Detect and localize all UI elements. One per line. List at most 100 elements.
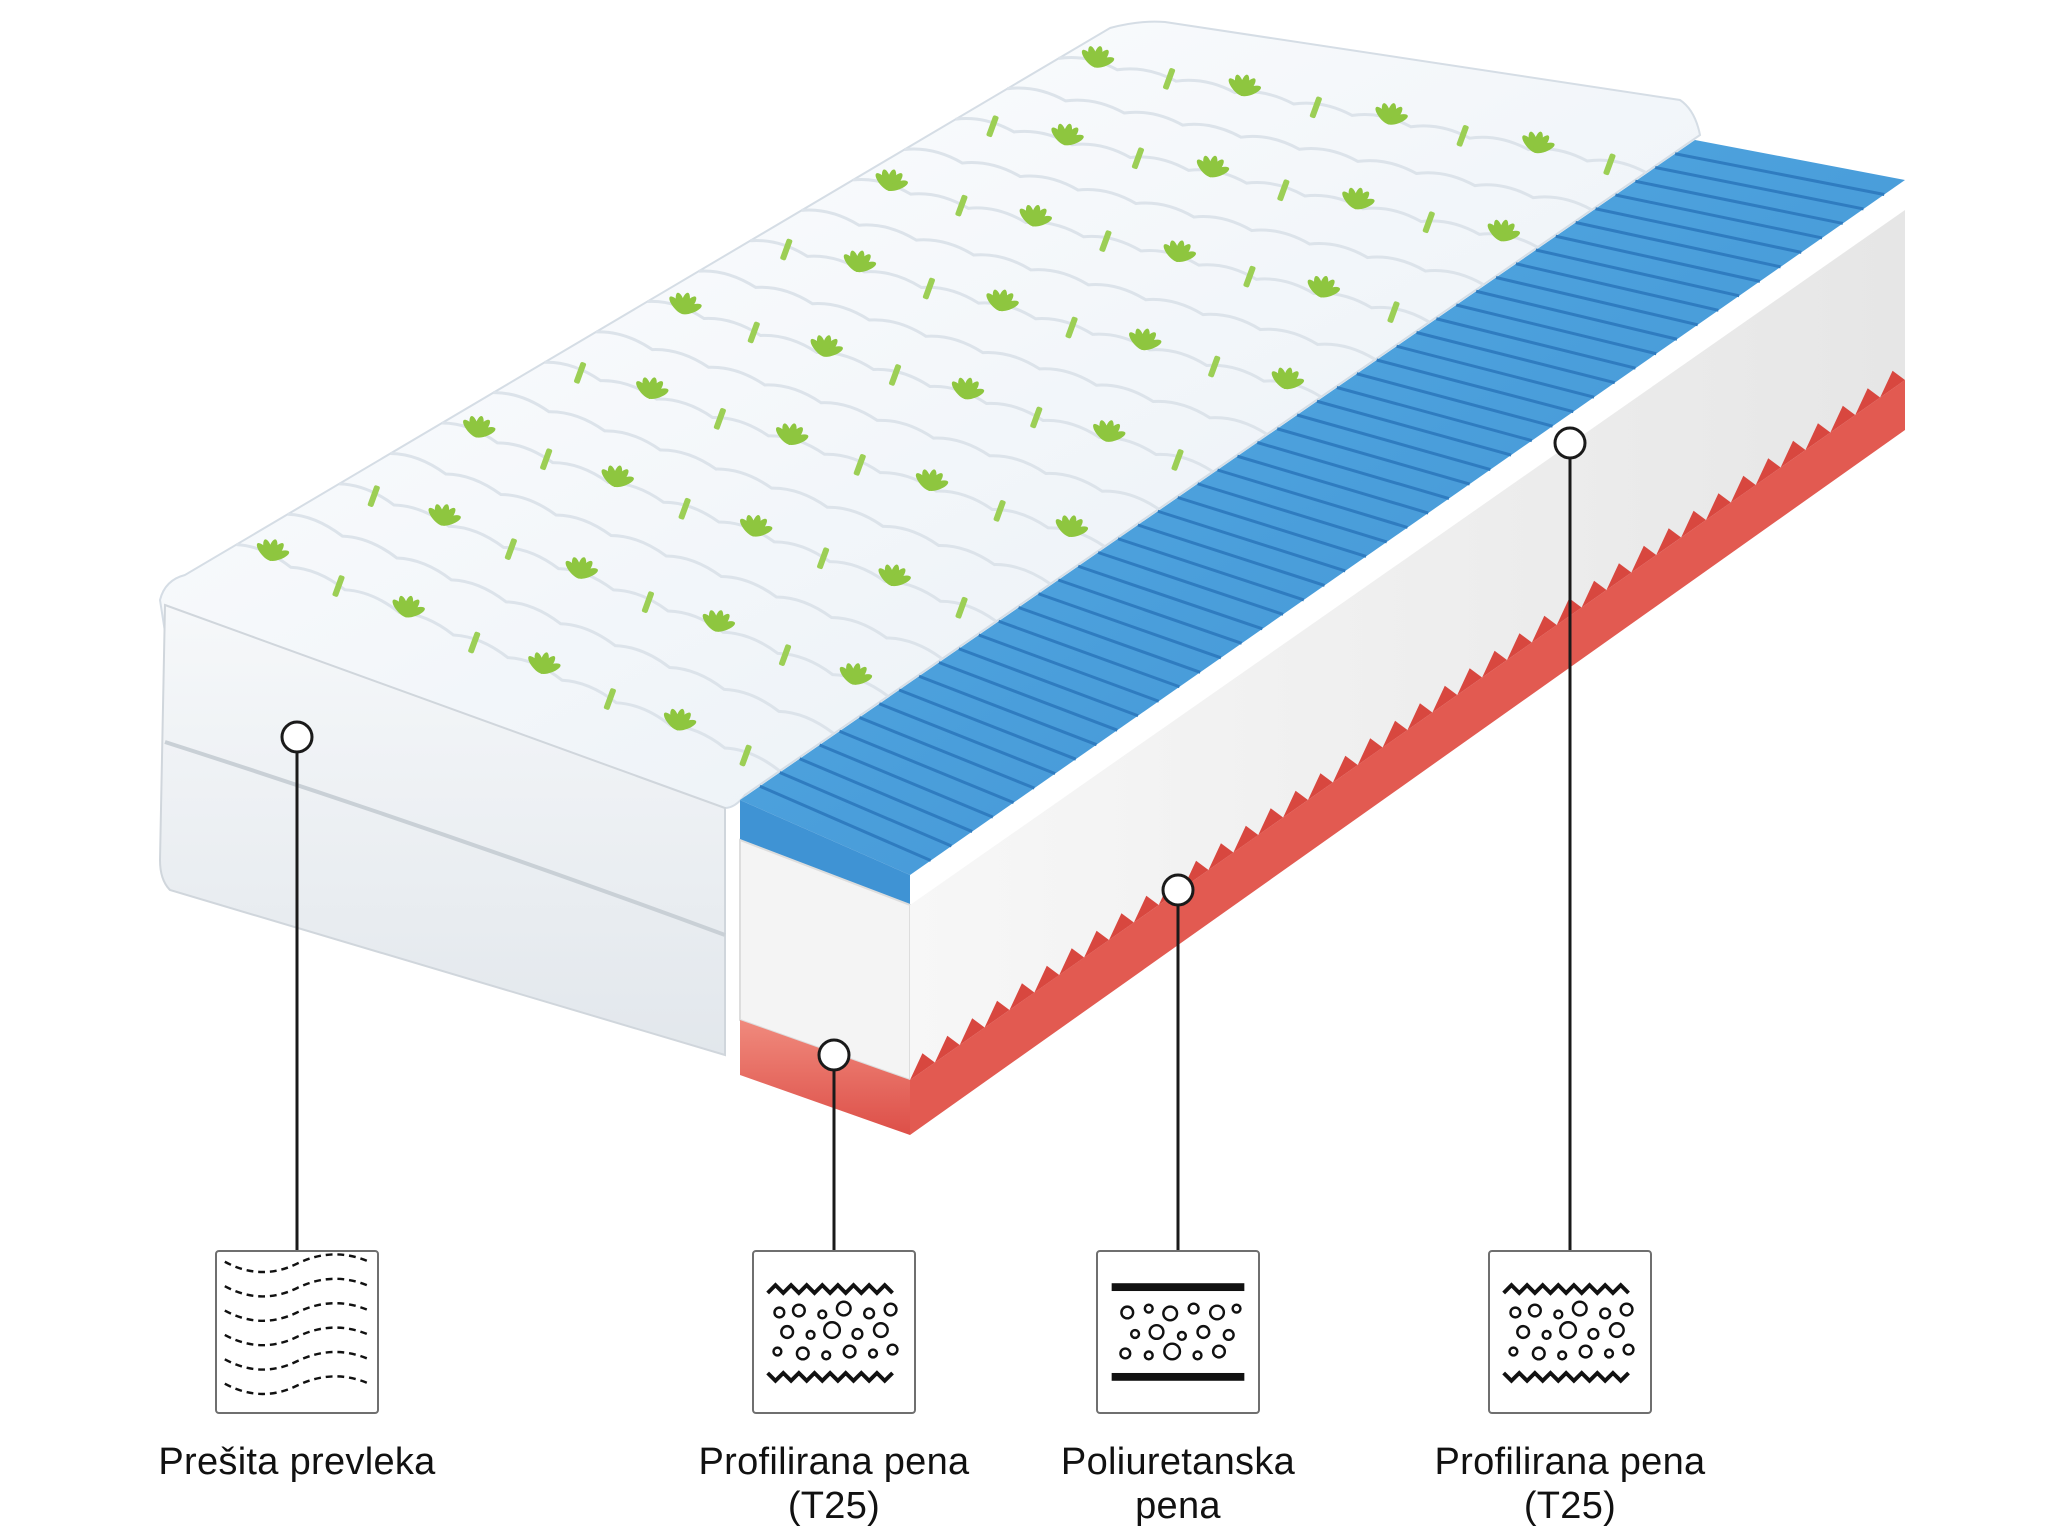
leaf-motif [1051,123,1084,146]
leaf-motif [810,335,843,357]
foam-rib [1236,454,1429,515]
leaf-motif [747,321,760,344]
foam-rib [1057,578,1243,645]
leaf-motif [1309,96,1322,119]
foam-rib [1515,262,1719,312]
foam-rib [978,633,1160,703]
foam-tooth [1780,440,1806,468]
leaf-motif [468,631,481,654]
leaf-motif [775,423,809,446]
foam-tooth [1308,773,1333,800]
callout-label-profiled-foam-top: Profilirana pena (T25) [1390,1440,1750,1528]
foam-tooth [1656,528,1682,555]
quilting-wave [596,330,1160,511]
leaf-motif [889,364,902,386]
leaf-motif [428,504,461,526]
leaf-motif [1081,46,1115,68]
bottom-foam-front [740,1020,910,1135]
top-foam-ribs [759,152,1885,862]
foam-rib [1276,427,1471,486]
cover-front-edge [158,603,726,1057]
foam-tooth [1581,580,1607,608]
leaf-motif [922,277,935,300]
foam-rib [1615,193,1823,240]
bottom-foam-side [910,380,1905,1135]
label-line: Profilirana pena [698,1441,970,1483]
callout-label-polyurethane-foam: Poliuretanska pena [998,1440,1358,1528]
foam-rib [1077,564,1263,631]
leaf-motif [1243,265,1256,288]
foam-tooth [1034,965,1060,993]
quilting-wave [390,451,943,660]
leaf-motif [1196,155,1230,178]
leaf-motif [993,500,1006,522]
foam-tooth [1830,405,1856,433]
leaf-motif [1342,187,1375,210]
foam-rib [1376,358,1574,414]
foam-rib [1018,606,1201,674]
foam-tooth [1084,930,1109,958]
foam-tooth [1382,720,1408,748]
foam-rib [998,619,1180,689]
foam-tooth [1482,650,1507,678]
foam-tooth [1357,738,1383,765]
foam-tooth [1059,948,1085,975]
marker-cover [280,720,314,754]
leaf-motif [1030,406,1043,429]
foam-rib [1316,399,1512,457]
leaf-motif [601,465,634,488]
leaf-motif [817,547,830,570]
quilting-wave [1007,86,1593,212]
foam-rib [1635,179,1844,225]
leaf-motif [332,575,345,597]
foam-rib [1595,207,1802,254]
quilting-wave [287,512,835,735]
quilting-wave [801,208,1376,361]
foam-rib [958,647,1139,718]
foam-rib [898,688,1077,761]
foam-tooth [910,1053,935,1080]
leaf-motif [463,416,496,438]
leaf-motif [986,115,999,138]
quilting-wave [493,391,1051,585]
leaf-motif [915,469,949,492]
leaf-motif [843,250,877,273]
leaf-motif [1163,68,1176,90]
foam-tooth [1606,563,1632,590]
foam-rib [1256,441,1450,500]
foam-rib [1197,482,1388,544]
foam-tooth [1706,493,1731,520]
label-line: Poliuretanska [1060,1441,1296,1483]
cover-leaf-pattern [256,46,1616,767]
leaf-motif [1163,240,1197,263]
leaf-motif [1456,125,1469,147]
profiled-foam-icon [1502,1282,1635,1384]
leaf-motif [713,408,726,430]
leaf-motif [1422,211,1435,234]
leaf-motif [780,238,793,261]
foam-rib [858,716,1035,790]
foam-rib [1416,331,1616,385]
foam-rib [1217,468,1408,529]
marker-top-foam [1553,426,1587,460]
leaf-motif [955,596,968,619]
foam-tooth [1332,755,1358,783]
foam-tooth [1507,633,1532,660]
leaf-motif [740,515,773,537]
foam-rib [1575,221,1781,269]
leaf-motif [636,377,669,400]
foam-tooth [1805,423,1831,450]
leaf-motif [853,454,866,476]
leaf-motif [1093,420,1126,442]
foam-rib [1455,303,1657,356]
label-line: Prešita prevleka [158,1441,436,1483]
foam-rib [1356,372,1553,428]
leaf-motif [1019,204,1052,227]
leaf-motif [1065,316,1078,339]
leaf-motif [678,497,691,520]
leaf-motif [392,595,425,618]
marker-core-foam [1161,873,1195,907]
foam-tooth [959,1018,985,1045]
leaf-motif [367,485,380,507]
marker-bottom-foam [817,1038,851,1072]
